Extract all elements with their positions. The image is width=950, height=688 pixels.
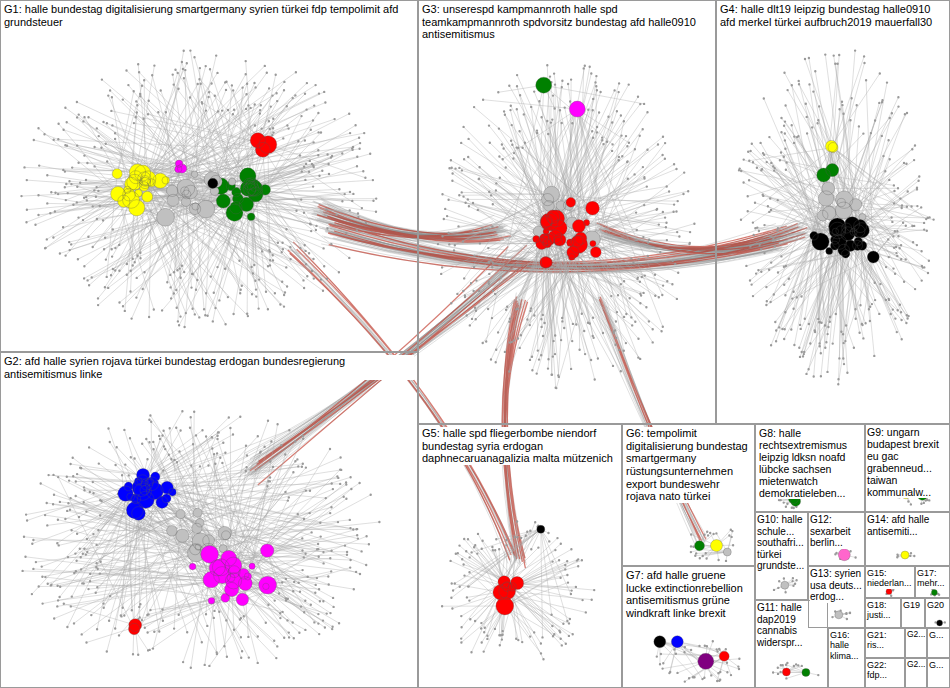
group-box: G16: halle klima... (828, 628, 865, 688)
group-label: G22: fdp... (867, 660, 903, 681)
group-label: G7: afd halle gruene lucke extinctionreb… (626, 569, 751, 620)
group-box: G7: afd halle gruene lucke extinctionreb… (622, 566, 755, 688)
group-box: G12: sexarbeit berlin... (808, 512, 865, 566)
vertex-circle (698, 653, 714, 669)
group-label: G5: halle spd fliegerbombe niendorf bund… (422, 427, 618, 465)
group-label: G11: halle dap2019 cannabis widerspr... (757, 602, 826, 648)
group-label: G18: justi... (867, 600, 899, 621)
group-label: G6: tempolimit digitalisierung bundestag… (626, 427, 751, 503)
group-label: G17: mehr... (917, 568, 948, 589)
group-box: G2... (905, 658, 927, 688)
group-box: G4: halle dlt19 leipzig bundestag halle0… (716, 0, 950, 424)
group-box: G17: mehr... (915, 566, 950, 598)
vertex-circle (175, 101, 586, 606)
group-label: G... (929, 630, 944, 640)
group-box: G22: fdp... (865, 658, 905, 688)
group-label: G16: halle klima... (830, 630, 863, 661)
group-box: G8: halle rechtsextremismus leipzig ldks… (755, 424, 865, 512)
group-label: G8: halle rechtsextremismus leipzig ldks… (759, 427, 861, 499)
group-label: G12: sexarbeit berlin... (810, 514, 863, 549)
group-box: G6: tempolimit digitalisierung bundestag… (622, 424, 755, 566)
vertex-circle (838, 549, 850, 561)
group-label: G2... (907, 630, 925, 640)
group-box: G... (927, 628, 950, 658)
group-box: G20 (925, 598, 950, 628)
group-label: G3: unserespd kampmannroth halle spd tea… (422, 3, 712, 41)
group-label: G20 (927, 600, 944, 610)
vertex-circle (208, 178, 943, 648)
group-label: G2: afd halle syrien rojava türkei bunde… (4, 355, 414, 380)
vertex-circle (111, 140, 911, 559)
vertex-circle (129, 133, 893, 676)
group-label: G21: ris... (867, 630, 903, 651)
group-box: G14: afd halle antisemiti... (865, 512, 950, 566)
group-label: G4: halle dlt19 leipzig bundestag halle0… (720, 3, 946, 28)
group-label: G10: halle schule... southafri... türkei… (757, 514, 806, 572)
group-box: G18: justi... (865, 598, 901, 628)
group-box: G19 (901, 598, 925, 628)
group-box: G2... (905, 628, 927, 658)
group-box: G13: syrien usa deuts... erdog... (808, 566, 865, 628)
edge-bundle (237, 198, 811, 568)
group-label: G15: niederlan... (867, 568, 913, 589)
group-box: G11: halle dap2019 cannabis widerspr... (755, 600, 828, 688)
edge-bundle (250, 205, 807, 569)
group-box: G3: unserespd kampmannroth halle spd tea… (418, 0, 716, 424)
group-box: G21: ris... (865, 628, 905, 658)
group-box: G2: afd halle syrien rojava türkei bunde… (0, 352, 418, 688)
group-box: G1: halle bundestag digitalisierung smar… (0, 0, 418, 352)
group-box: G5: halle spd fliegerbombe niendorf bund… (418, 424, 622, 688)
vertex-circle (118, 468, 683, 647)
group-label: G1: halle bundestag digitalisierung smar… (4, 3, 414, 28)
group-box: G15: niederlan... (865, 566, 915, 598)
group-label: G13: syrien usa deuts... erdog... (810, 568, 863, 603)
group-label: G9: ungarn budapest brexit eu gac graben… (867, 426, 948, 498)
group-box: G... (927, 658, 950, 688)
group-label: G19 (903, 600, 920, 610)
group-label: G14: afd halle antisemiti... (867, 514, 948, 537)
group-label: G2... (907, 660, 925, 670)
group-box: G10: halle schule... southafri... türkei… (755, 512, 808, 600)
group-label: G... (929, 660, 944, 670)
group-box: G9: ungarn budapest brexit eu gac graben… (865, 424, 950, 512)
